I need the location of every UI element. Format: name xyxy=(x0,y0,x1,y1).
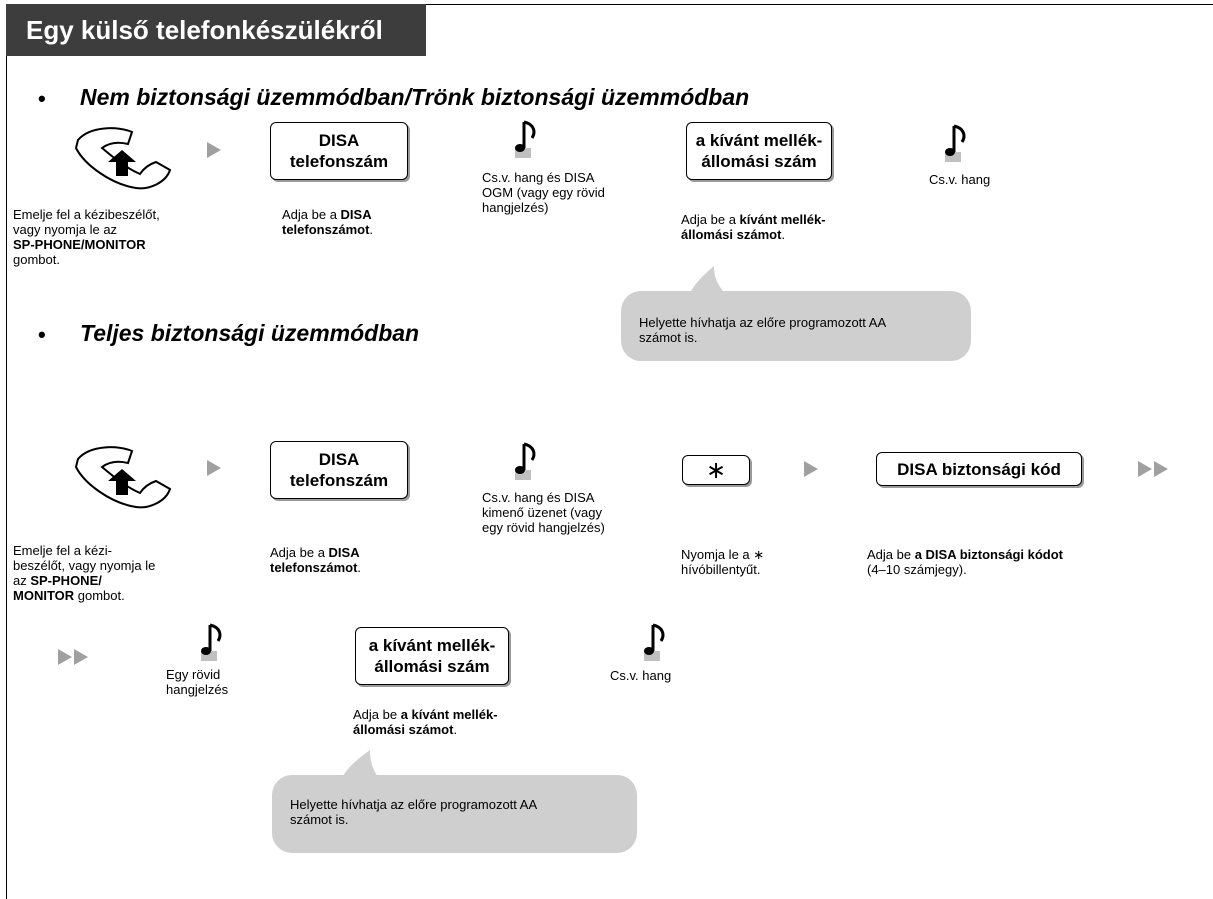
s1-tone1-caption: Cs.v. hang és DISA OGM (vagy egy rövid h… xyxy=(482,170,605,215)
continue-arrow-icon xyxy=(74,649,88,665)
handset-offhook-icon xyxy=(74,127,172,190)
s2-offhook-caption: Emelje fel a kézi- beszélőt, vagy nyomja… xyxy=(13,543,156,603)
s1-note: Helyette hívhatja az előre programozott … xyxy=(621,291,971,361)
s2-code-caption: Adja be a DISA biztonsági kódot (4–10 sz… xyxy=(867,547,1064,577)
next-step-arrow-icon xyxy=(1138,461,1152,477)
section2-bullet: • xyxy=(38,322,46,347)
s1-ext-caption: Adja be a kívánt mellék- állomási számot… xyxy=(681,212,826,242)
s1-disa-caption: Adja be a DISA telefonszámot. xyxy=(282,207,374,237)
s1-offhook-caption: Emelje fel a kézibeszélőt, vagy nyomja l… xyxy=(13,207,160,267)
s2-tone1-caption: Cs.v. hang és DISA kimenő üzenet (vagy e… xyxy=(482,490,605,535)
section1-bullet: • xyxy=(38,86,46,111)
next-step-arrow-icon xyxy=(207,460,221,476)
s1-tone2-caption: Cs.v. hang xyxy=(929,172,991,187)
next-step-arrow-icon xyxy=(207,142,221,158)
frame-top-border xyxy=(6,4,1213,5)
section1-title: Nem biztonsági üzemmódban/Trönk biztonsá… xyxy=(80,84,750,110)
s2-key-security-code: DISA biztonsági kód xyxy=(876,452,1082,486)
s2-star-caption: Nyomja le a ∗ hívóbillentyűt. xyxy=(681,547,765,577)
section2-title: Teljes biztonsági üzemmódban xyxy=(80,320,420,346)
s2-disa-caption: Adja be a DISA telefonszámot. xyxy=(270,545,362,575)
continue-arrow-icon xyxy=(58,649,72,665)
s2-key-star: ∗ xyxy=(682,455,750,485)
music-note-tone-icon xyxy=(945,124,966,162)
s2-tone3-caption: Cs.v. hang xyxy=(610,668,672,683)
handset-offhook-icon xyxy=(74,446,172,509)
next-step-arrow-icon xyxy=(1154,461,1168,477)
music-note-tone-icon xyxy=(515,442,536,480)
music-note-tone-icon xyxy=(515,120,536,158)
s2-tone2-caption: Egy rövid hangjelzés xyxy=(166,667,229,697)
frame-left-border xyxy=(6,4,7,899)
s2-key-extension: a kívánt mellék-állomási szám xyxy=(355,627,509,685)
s1-key-extension: a kívánt mellék-állomási szám xyxy=(686,122,832,180)
s2-note: Helyette hívhatja az előre programozott … xyxy=(272,775,637,853)
music-note-tone-icon xyxy=(201,623,222,661)
music-note-tone-icon xyxy=(644,623,665,661)
s2-ext-caption: Adja be a kívánt mellék- állomási számot… xyxy=(353,707,498,737)
page-title: Egy külső telefonkészülékről xyxy=(6,4,426,56)
next-step-arrow-icon xyxy=(804,461,818,477)
